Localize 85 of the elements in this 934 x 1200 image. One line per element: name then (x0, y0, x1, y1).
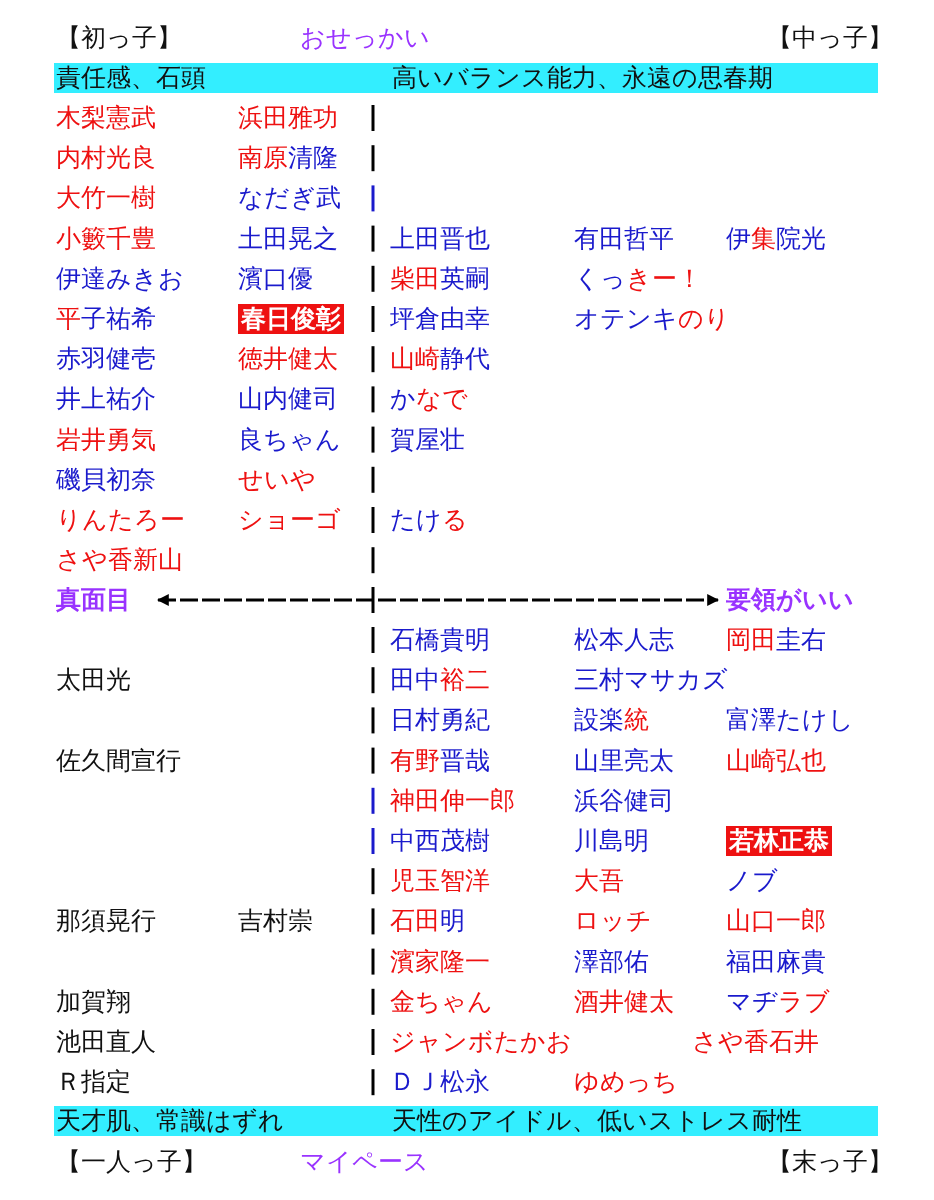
person-name: ショーゴ (238, 505, 341, 535)
trait-text: 天性のアイドル、低いストレス耐性 (392, 1106, 802, 1136)
person-name: 土田晃之 (238, 223, 338, 254)
person-name: なだぎ武 (238, 183, 341, 214)
person-name: 小籔千豊 (56, 223, 156, 254)
quadrant-label: 【初っ子】 (56, 23, 182, 53)
person-name: 石橋貴明 (390, 625, 490, 655)
highlighted-name: 春日俊彰 (238, 304, 344, 334)
person-name: 酒井健太 (574, 986, 674, 1017)
person-name: 加賀翔 (56, 986, 131, 1017)
person-name: 伊達みきお (56, 263, 184, 294)
person-name: 三村マサカズ (574, 665, 728, 696)
person-name: 上田晋也 (390, 223, 490, 254)
person-name: 児玉智洋 (390, 866, 490, 897)
person-name: 良ちゃん (238, 424, 341, 455)
axis-label: 要領がいい (726, 585, 854, 615)
person-name: 神田伸一郎 (390, 785, 515, 816)
axis-label: おせっかい (300, 23, 430, 53)
person-name: 金ちゃん (390, 986, 493, 1017)
person-name: 柴田英嗣 (390, 263, 490, 294)
person-name: 南原清隆 (238, 143, 338, 174)
person-name: 有田哲平 (574, 223, 674, 254)
quadrant-label: 【末っ子】 (767, 1147, 893, 1177)
person-name: さや香新山 (56, 545, 183, 576)
person-name: マヂラブ (726, 986, 830, 1017)
person-name: せいや (238, 464, 316, 495)
person-name: 富澤たけし (726, 705, 854, 736)
person-name: オテンキのり (574, 304, 730, 334)
person-name: Ｒ指定 (56, 1067, 131, 1098)
person-name: 坪倉由幸 (390, 304, 490, 334)
person-name: 池田直人 (56, 1027, 156, 1057)
person-name: 石田明 (390, 906, 465, 937)
person-name: 濱口優 (238, 263, 313, 294)
person-name: かなで (390, 384, 468, 415)
quadrant-label: 【一人っ子】 (56, 1147, 207, 1177)
person-name: 田中裕二 (390, 665, 490, 696)
person-name: 有野晋哉 (390, 745, 490, 776)
person-name: 吉村崇 (238, 906, 313, 937)
axis-label: マイペース (300, 1147, 429, 1177)
person-name: 那須晃行 (56, 906, 156, 937)
trait-text: 天才肌、常識はずれ (56, 1106, 284, 1136)
person-name: 設楽統 (574, 705, 649, 736)
person-name: 徳井健太 (238, 344, 338, 375)
person-name: 浜谷健司 (574, 785, 674, 816)
person-name: 福田麻貴 (726, 946, 826, 977)
person-name: りんたろー (56, 505, 185, 535)
person-name: 岡田圭右 (726, 625, 826, 655)
person-name: さや香石井 (692, 1027, 819, 1057)
person-name: 伊集院光 (726, 223, 826, 254)
person-name: 松本人志 (574, 625, 674, 655)
person-name: くっきー！ (574, 263, 702, 294)
person-name: 大吾 (574, 866, 624, 897)
person-name: 大竹一樹 (56, 183, 156, 214)
person-name: たける (390, 505, 468, 535)
person-name: 内村光良 (56, 143, 156, 174)
person-name: 佐久間宣行 (56, 745, 181, 776)
person-name: 山内健司 (238, 384, 338, 415)
person-name: ゆめっち (574, 1067, 678, 1098)
person-name: 日村勇紀 (390, 705, 490, 736)
person-name: 山里亮太 (574, 745, 674, 776)
highlighted-name: 若林正恭 (726, 826, 832, 856)
person-name: 平子祐希 (56, 304, 156, 334)
trait-text: 責任感、石頭 (56, 63, 206, 93)
person-name: ジャンボたかお (390, 1027, 572, 1057)
person-name: 磯貝初奈 (56, 464, 156, 495)
person-name: 太田光 (56, 665, 131, 696)
axis-label: 真面目 (56, 585, 131, 615)
person-name: 赤羽健壱 (56, 344, 156, 375)
person-name: 澤部佑 (574, 946, 649, 977)
person-name: ＤＪ松永 (390, 1067, 490, 1098)
person-name: 賀屋壮 (390, 424, 465, 455)
person-name: ロッチ (574, 906, 652, 937)
person-name: 井上祐介 (56, 384, 156, 415)
person-name: 中西茂樹 (390, 826, 490, 856)
trait-text: 高いバランス能力、永遠の思春期 (392, 63, 773, 93)
person-name: 山口一郎 (726, 906, 826, 937)
person-name: 山崎弘也 (726, 745, 826, 776)
person-name: 川島明 (574, 826, 649, 856)
person-name: 濱家隆一 (390, 946, 490, 977)
person-name: 木梨憲武 (56, 103, 156, 133)
person-name: 岩井勇気 (56, 424, 156, 455)
quadrant-label: 【中っ子】 (767, 23, 893, 53)
person-name: 浜田雅功 (238, 103, 338, 133)
person-name: ノブ (726, 866, 778, 897)
person-name: 山崎静代 (390, 344, 490, 375)
